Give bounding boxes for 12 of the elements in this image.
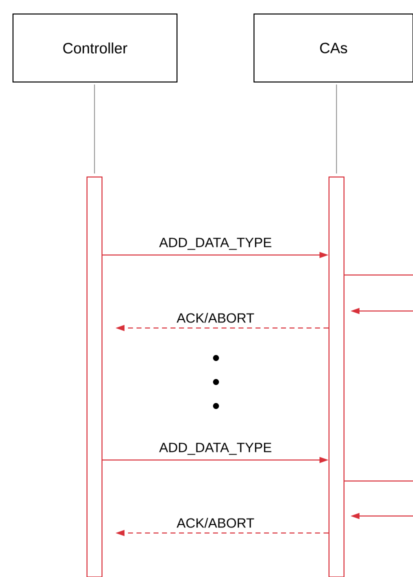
activation-bar (86, 176, 102, 577)
edge-label: ACK/ABORT (176, 312, 256, 324)
edge-label: ADD_DATA_TYPE (158, 442, 273, 456)
edge-label: ADD_DATA_TYPE (158, 236, 273, 251)
participant-box: CAs (254, 14, 413, 82)
edge-label: ACK/ABORT (176, 516, 256, 529)
line (344, 274, 413, 276)
line (94, 84, 95, 174)
activation-bar (328, 176, 344, 577)
participant-box: Controller (12, 14, 178, 82)
line (344, 480, 413, 482)
line (336, 84, 337, 174)
